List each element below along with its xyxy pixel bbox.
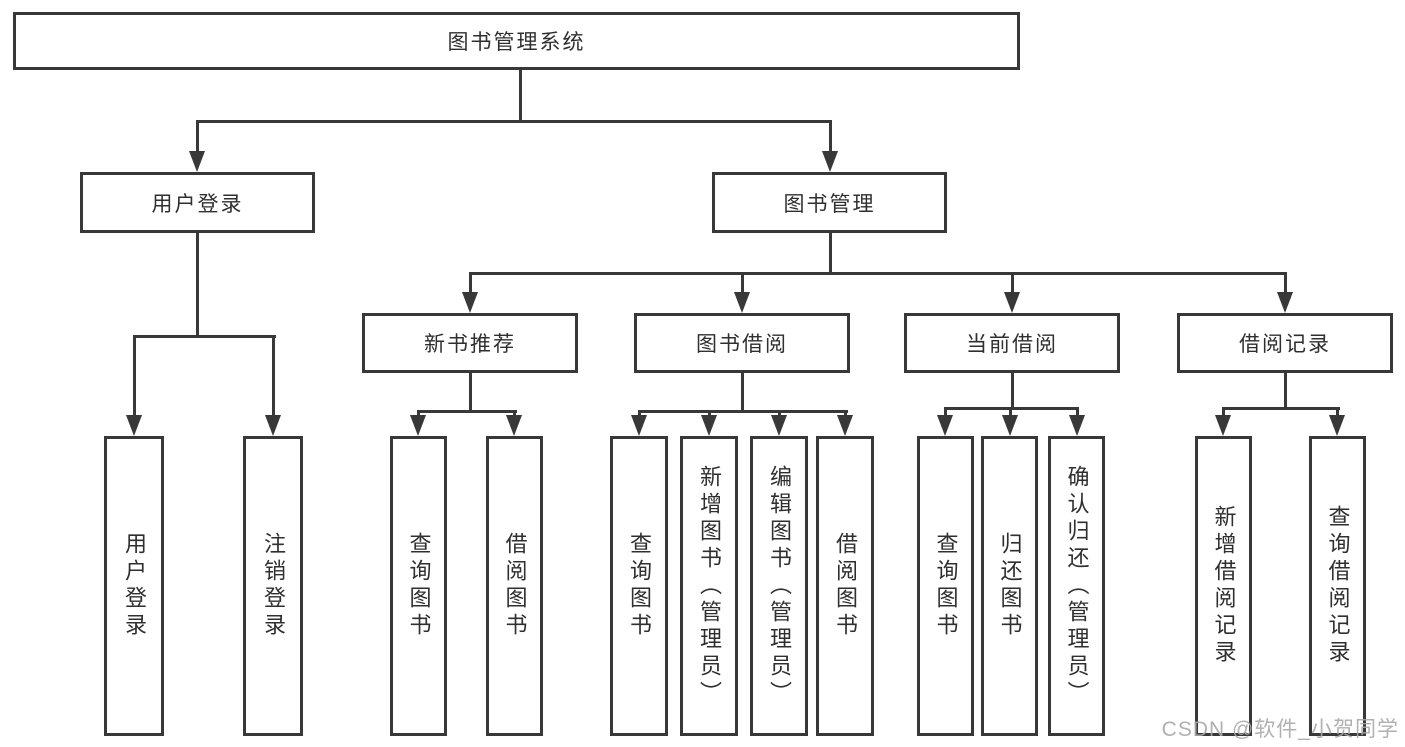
arrowhead-down-icon (1002, 415, 1018, 436)
leaf-user-login: 用户登录 (104, 436, 164, 736)
arrowhead-down-icon (631, 415, 647, 436)
connector-line (1011, 373, 1014, 407)
arrowhead-down-icon (937, 415, 953, 436)
node-root-library-management-system: 图书管理系统 (13, 12, 1020, 70)
arrowhead-down-icon (837, 415, 853, 436)
connector-line (1009, 407, 1012, 418)
connector-line (778, 410, 781, 418)
node-user-login: 用户登录 (80, 172, 315, 233)
connector-line (829, 233, 832, 272)
leaf-query-books-recommend: 查询图书 (390, 436, 447, 736)
leaf-return-books: 归还图书 (981, 436, 1038, 736)
arrowhead-down-icon (1004, 292, 1020, 313)
connector-line (1284, 272, 1287, 294)
leaf-confirm-return-admin: 确认归还（管理员） (1048, 436, 1105, 736)
connector-line (272, 335, 275, 417)
node-book-borrowing: 图书借阅 (634, 313, 850, 373)
arrowhead-down-icon (771, 415, 787, 436)
connector-line (469, 272, 1287, 275)
connector-line (513, 410, 516, 418)
connector-line (1336, 407, 1339, 418)
connector-line (519, 70, 522, 120)
connector-line (844, 410, 847, 418)
connector-line (469, 373, 472, 410)
connector-line (741, 272, 744, 294)
connector-line (638, 410, 641, 418)
leaf-query-books-current: 查询图书 (917, 436, 974, 736)
connector-line (638, 410, 848, 413)
arrowhead-down-icon (1069, 415, 1085, 436)
connector-line (829, 120, 832, 153)
node-new-book-recommend: 新书推荐 (362, 313, 578, 373)
arrowhead-down-icon (1277, 292, 1293, 313)
leaf-add-books-admin: 新增图书（管理员） (680, 436, 738, 736)
arrowhead-down-icon (189, 151, 205, 172)
csdn-watermark: CSDN @软件_小贺同学 (1161, 718, 1399, 741)
arrowhead-down-icon (126, 415, 142, 436)
node-borrowing-records: 借阅记录 (1177, 313, 1393, 373)
connector-line (196, 120, 832, 123)
arrowhead-down-icon (734, 292, 750, 313)
leaf-add-borrow-record: 新增借阅记录 (1195, 436, 1252, 736)
leaf-query-borrow-record: 查询借阅记录 (1309, 436, 1366, 736)
connector-line (469, 272, 472, 294)
leaf-query-books-borrow: 查询图书 (610, 436, 668, 736)
connector-line (133, 335, 276, 338)
arrowhead-down-icon (1329, 415, 1345, 436)
node-current-borrowing: 当前借阅 (904, 313, 1120, 373)
connector-line (196, 233, 199, 335)
arrowhead-down-icon (701, 415, 717, 436)
connector-line (1222, 407, 1340, 410)
arrowhead-down-icon (462, 292, 478, 313)
connector-line (1076, 407, 1079, 418)
connector-line (196, 120, 199, 153)
arrowhead-down-icon (265, 415, 281, 436)
node-book-management: 图书管理 (712, 172, 947, 233)
leaf-borrow-books: 借阅图书 (816, 436, 874, 736)
connector-line (133, 335, 136, 417)
connector-line (1011, 272, 1014, 294)
arrowhead-down-icon (822, 151, 838, 172)
connector-line (741, 373, 744, 410)
connector-line (944, 407, 947, 418)
connector-line (417, 410, 517, 413)
connector-line (1222, 407, 1225, 418)
arrowhead-down-icon (410, 415, 426, 436)
leaf-logout: 注销登录 (243, 436, 303, 736)
arrowhead-down-icon (1215, 415, 1231, 436)
arrowhead-down-icon (506, 415, 522, 436)
leaf-borrow-books-recommend: 借阅图书 (486, 436, 543, 736)
connector-line (1284, 373, 1287, 407)
connector-line (417, 410, 420, 418)
leaf-edit-books-admin: 编辑图书（管理员） (750, 436, 808, 736)
connector-line (708, 410, 711, 418)
